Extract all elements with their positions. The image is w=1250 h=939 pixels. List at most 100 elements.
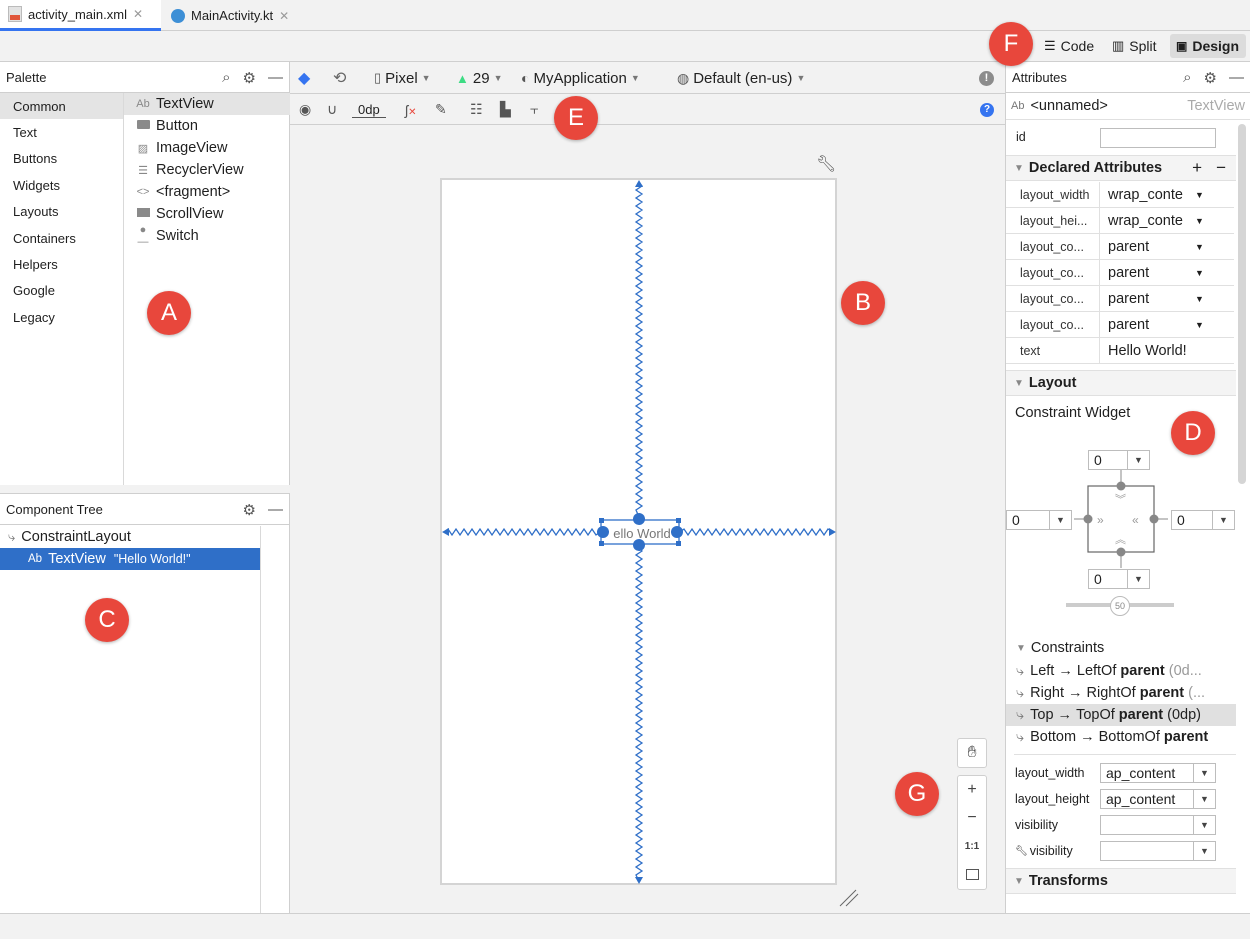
magic-wand-icon[interactable]: ✎	[435, 101, 447, 117]
chevron-down-icon[interactable]: ▼	[1195, 293, 1204, 304]
align-icon[interactable]: ▙	[500, 101, 511, 117]
pan-button[interactable]: ✋︎	[957, 738, 987, 768]
tree-item-textview[interactable]: Ab TextView "Hello World!"	[0, 548, 260, 570]
chevron-down-icon[interactable]: ▼	[1193, 816, 1215, 834]
guidelines-icon[interactable]: ☷	[470, 101, 483, 117]
chevron-down-icon[interactable]: ▼	[1127, 570, 1149, 588]
gear-icon[interactable]: ⚙	[242, 501, 256, 519]
palette-category[interactable]: Legacy	[13, 309, 55, 325]
chevron-down-icon[interactable]: ▼	[1195, 267, 1204, 278]
constraints-header[interactable]: ▼ Constraints	[1016, 640, 1105, 656]
zoom-in-button[interactable]: +	[967, 781, 977, 798]
search-icon[interactable]: ⌕	[222, 69, 231, 86]
palette-category[interactable]: Layouts	[13, 204, 59, 220]
close-icon[interactable]: ✕	[279, 8, 290, 23]
magnet-icon[interactable]: ∪	[327, 101, 338, 117]
theme-selector[interactable]: ◐ MyApplication ▼	[521, 69, 640, 87]
declared-attr-row[interactable]: layout_hei...wrap_conte▼	[1006, 207, 1234, 234]
resize-handle-icon[interactable]	[838, 888, 860, 908]
palette-widget-fragment[interactable]: <><fragment>	[136, 184, 231, 200]
api-selector[interactable]: ▲ 29 ▼	[456, 69, 503, 87]
tab-main-activity[interactable]: MainActivity.kt ✕	[163, 0, 308, 31]
chevron-down-icon[interactable]: ▼	[1193, 764, 1215, 782]
margin-top-field[interactable]: 0▼	[1088, 450, 1150, 470]
orientation-icon[interactable]: ⟲	[333, 70, 347, 87]
tree-item-constraintlayout[interactable]: ⤷ ConstraintLayout	[8, 529, 131, 545]
palette-category[interactable]: Text	[13, 125, 37, 141]
transforms-section-header[interactable]: ▼ Transforms	[1006, 868, 1236, 894]
palette-widget-recyclerview[interactable]: ☰RecyclerView	[124, 159, 290, 181]
device-preview[interactable]: ello World	[440, 178, 837, 885]
layout-width-field[interactable]: ap_content▼	[1100, 763, 1216, 783]
palette-category[interactable]: Helpers	[13, 257, 58, 273]
palette-widget-imageview[interactable]: ▨ImageView	[137, 140, 228, 156]
declared-attr-row[interactable]: layout_co...parent▼	[1006, 259, 1234, 286]
chevron-down-icon[interactable]: ▼	[1195, 319, 1204, 330]
palette-category[interactable]: Widgets	[13, 177, 60, 193]
palette-widget-button[interactable]: Button	[124, 115, 290, 137]
margin-right-field[interactable]: 0▼	[1171, 510, 1235, 530]
palette-category[interactable]: Common	[0, 93, 123, 120]
palette-category[interactable]: Google	[13, 283, 55, 299]
minimize-icon[interactable]: —	[268, 69, 283, 86]
clear-constraints-icon[interactable]: ʃ✕	[405, 101, 417, 118]
chevron-down-icon[interactable]: ▼	[1193, 790, 1215, 808]
bias-slider[interactable]: 50	[1110, 596, 1130, 616]
wrench-icon[interactable]: 🔧︎	[816, 156, 837, 173]
layout-section-header[interactable]: ▼ Layout	[1006, 370, 1236, 396]
chevron-down-icon[interactable]: ▼	[1193, 842, 1215, 860]
chevron-down-icon[interactable]: ▼	[1195, 215, 1204, 226]
constraint-row-bottom[interactable]: ⤷ Bottom → BottomOf parent	[1016, 729, 1209, 745]
constraint-row-top[interactable]: ⤷ Top → TopOf parent (0dp)	[1006, 704, 1236, 726]
code-mode-button[interactable]: ☰Code	[1038, 34, 1100, 58]
tab-activity-main[interactable]: activity_main.xml ✕	[0, 0, 161, 31]
palette-category[interactable]: Containers	[13, 230, 76, 246]
warning-icon[interactable]: !	[979, 62, 994, 94]
default-margin-field[interactable]: 0dp	[352, 94, 386, 125]
eye-icon[interactable]: ◉	[299, 101, 312, 117]
locale-selector[interactable]: ◍ Default (en-us) ▼	[677, 69, 806, 87]
chevron-down-icon[interactable]: ▼	[1195, 241, 1204, 252]
zoom-out-button[interactable]: −	[967, 809, 977, 826]
margin-bottom-field[interactable]: 0▼	[1088, 569, 1150, 589]
zoom-actual-button[interactable]: 1:1	[964, 840, 980, 852]
device-selector[interactable]: ▯ Pixel ▼	[374, 69, 431, 87]
split-mode-button[interactable]: ▥Split	[1106, 34, 1163, 58]
minimize-icon[interactable]: —	[268, 501, 283, 518]
layout-height-field[interactable]: ap_content▼	[1100, 789, 1216, 809]
declared-attributes-header[interactable]: ▼ Declared Attributes + −	[1006, 155, 1236, 181]
remove-icon[interactable]: −	[1216, 158, 1226, 177]
help-icon[interactable]: ?	[980, 94, 994, 125]
chevron-down-icon[interactable]: ▼	[1127, 451, 1149, 469]
scrollbar[interactable]	[1238, 124, 1246, 484]
gear-icon[interactable]: ⚙	[242, 69, 256, 87]
chevron-down-icon[interactable]: ▼	[1049, 511, 1071, 529]
search-icon[interactable]: ⌕	[1183, 69, 1192, 86]
declared-attr-row[interactable]: layout_co...parent▼	[1006, 233, 1234, 260]
minimize-icon[interactable]: —	[1229, 69, 1244, 86]
baseline-icon[interactable]: ⫟	[530, 101, 539, 117]
id-input[interactable]	[1100, 128, 1216, 148]
constraint-row-right[interactable]: ⤷ Right → RightOf parent (...	[1016, 685, 1206, 701]
close-icon[interactable]: ✕	[132, 7, 144, 21]
declared-attr-row[interactable]: layout_co...parent▼	[1006, 311, 1234, 338]
zoom-fit-icon[interactable]	[958, 860, 986, 888]
palette-category[interactable]: Buttons	[13, 151, 58, 167]
palette-widget-scrollview[interactable]: ScrollView	[124, 203, 290, 225]
margin-left-field[interactable]: 0▼	[1006, 510, 1072, 530]
chevron-down-icon[interactable]: ▼	[1212, 511, 1234, 529]
declared-attr-row[interactable]: layout_co...parent▼	[1006, 285, 1234, 312]
gear-icon[interactable]: ⚙	[1203, 69, 1217, 87]
textview-preview[interactable]: ello World	[613, 526, 671, 541]
chevron-down-icon[interactable]: ▼	[1195, 189, 1204, 200]
palette-widget-switch[interactable]: ●—Switch	[137, 224, 199, 248]
layers-icon[interactable]: ◆	[298, 70, 311, 87]
design-mode-button[interactable]: ▣Design	[1170, 34, 1246, 58]
tools-visibility-field[interactable]: ▼	[1100, 841, 1216, 861]
constraint-row-left[interactable]: ⤷ Left → LeftOf parent (0d...	[1016, 663, 1202, 679]
visibility-field[interactable]: ▼	[1100, 815, 1216, 835]
add-icon[interactable]: +	[1192, 158, 1202, 177]
